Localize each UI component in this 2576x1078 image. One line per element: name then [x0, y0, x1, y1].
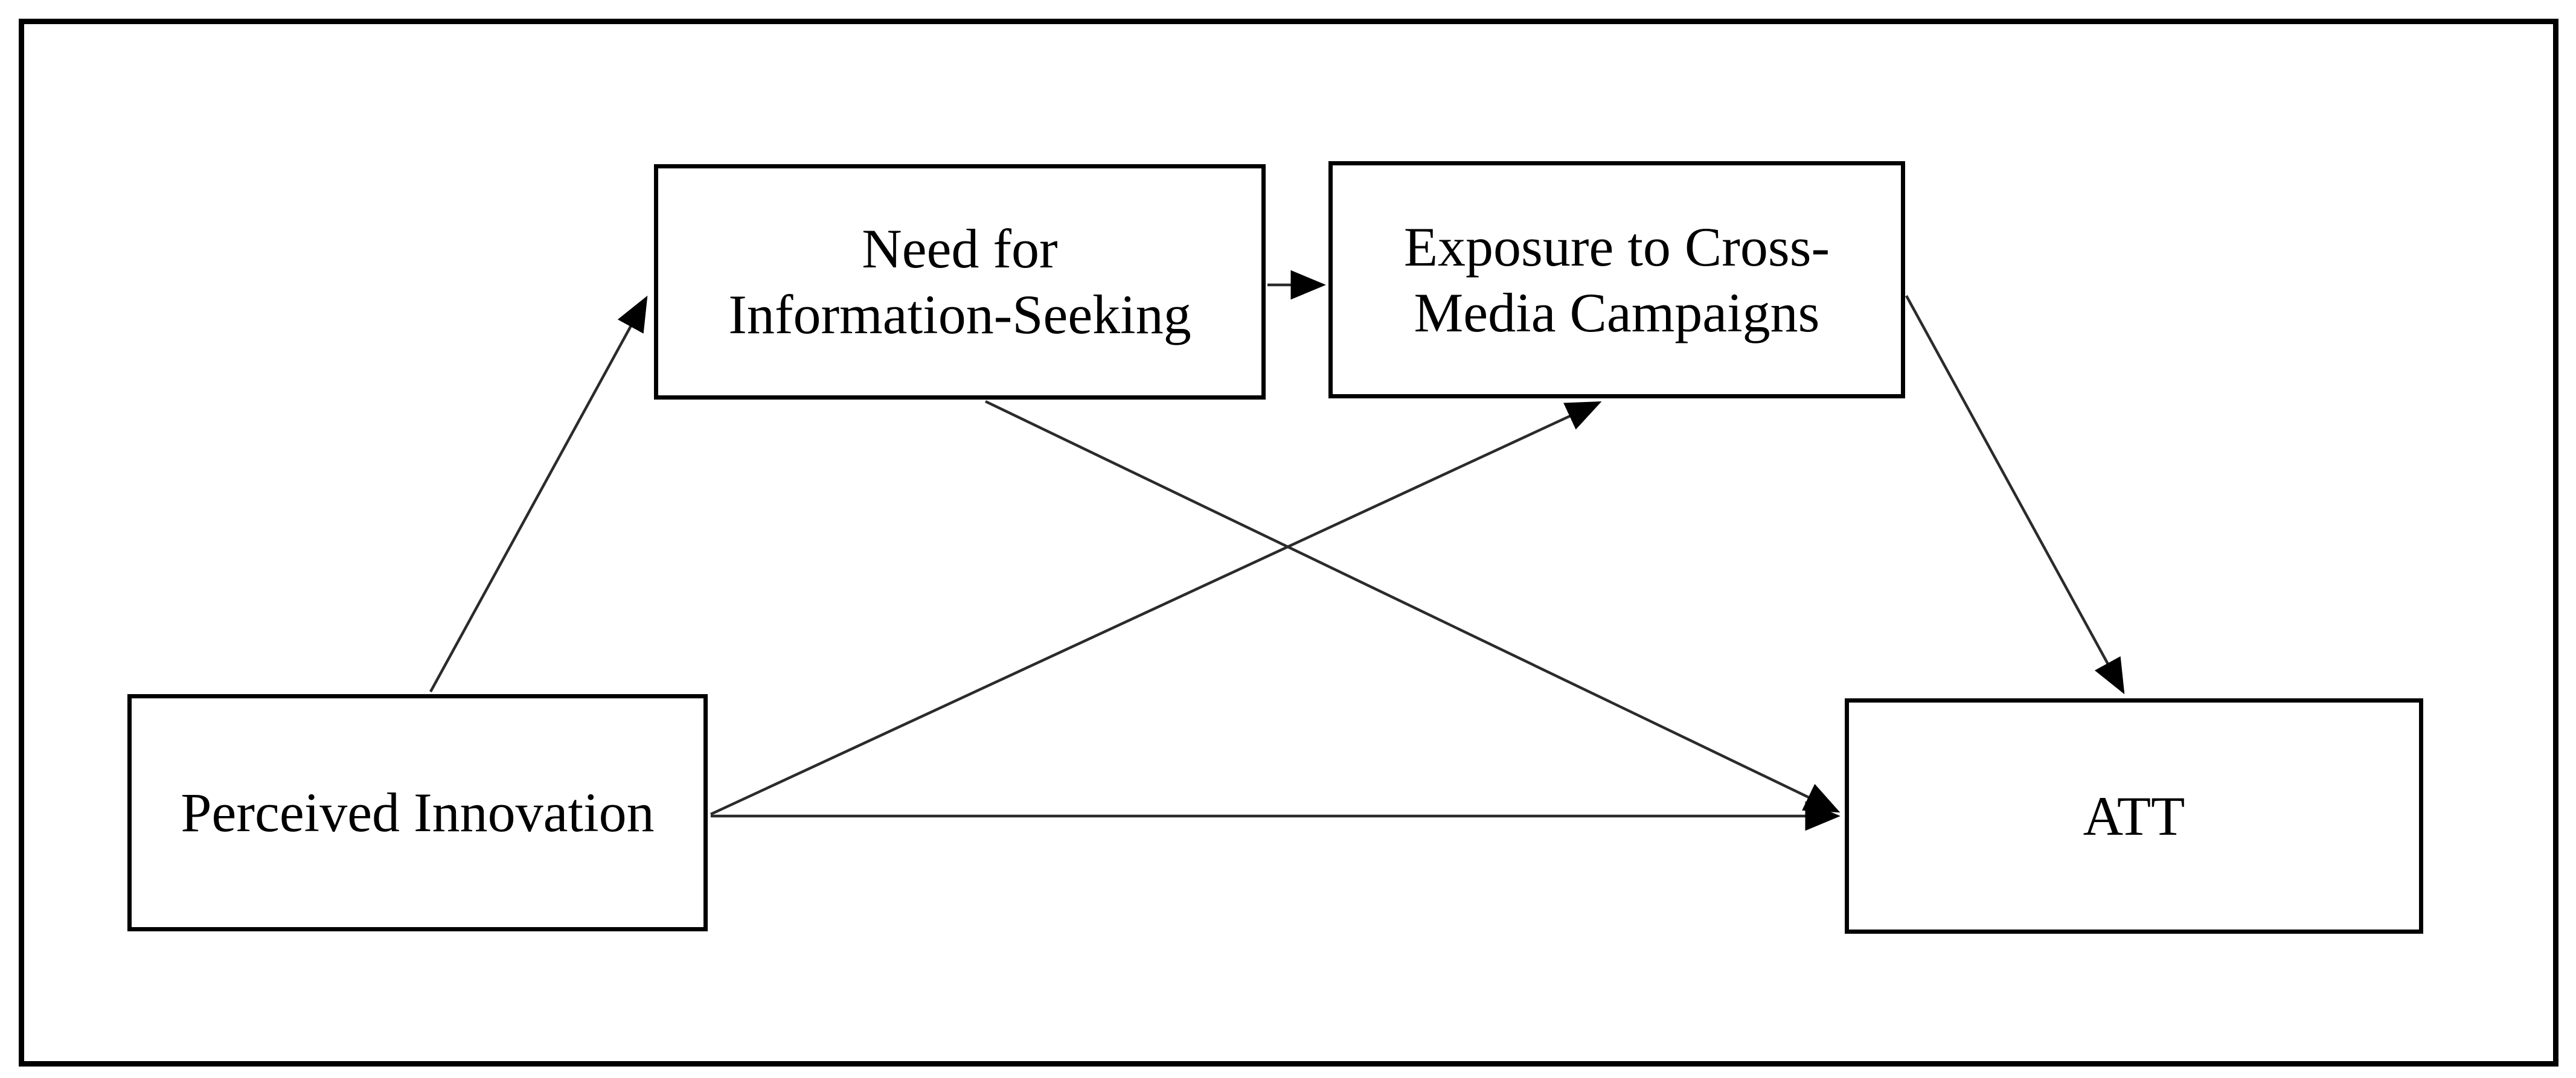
arrow-exposure-to-cross-media-campaigns-to-att: [1905, 295, 2125, 695]
node-label-line: Media Campaigns: [1414, 281, 1820, 343]
arrow-need-for-information-seeking-to-att: [985, 400, 1841, 813]
arrow-perceived-innovation-to-need-for-information-seeking: [429, 295, 648, 693]
node-perceived-innovation: Perceived Innovation: [127, 694, 708, 931]
node-label-line: ATT: [2083, 785, 2185, 847]
node-need-for-information-seeking: Need for Information-Seeking: [654, 164, 1266, 400]
node-label-line: Perceived Innovation: [181, 782, 655, 844]
node-label: Exposure to Cross- Media Campaigns: [1404, 214, 1830, 345]
arrow-perceived-innovation-to-exposure-to-cross-media-campaigns: [710, 401, 1602, 816]
node-label-line: Exposure to Cross-: [1403, 215, 1830, 278]
node-att: ATT: [1845, 698, 2423, 934]
node-exposure-to-cross-media-campaigns: Exposure to Cross- Media Campaigns: [1328, 161, 1905, 398]
node-label: Need for Information-Seeking: [728, 216, 1191, 347]
node-label-line: Information-Seeking: [728, 284, 1191, 345]
node-label: Perceived Innovation: [181, 780, 654, 846]
node-label-line: Need for: [862, 218, 1058, 280]
node-label: ATT: [2083, 783, 2185, 849]
